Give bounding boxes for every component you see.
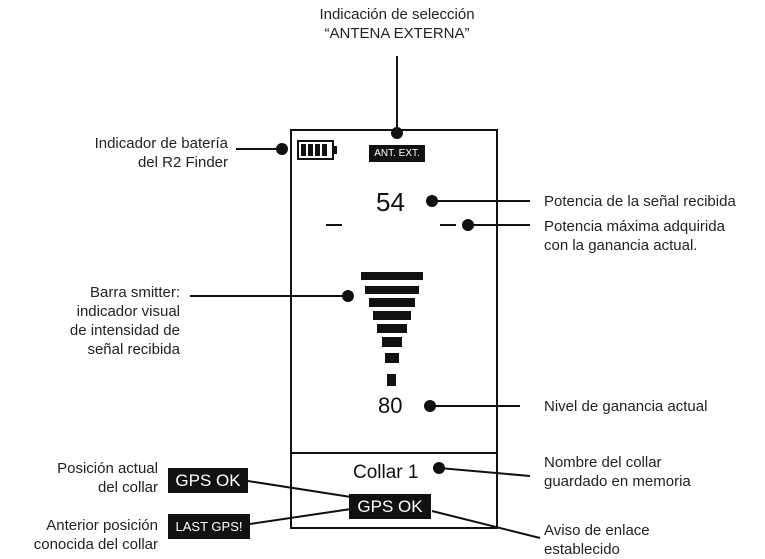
position-leader [247, 480, 352, 498]
current-position-badge: GPS OK [168, 468, 248, 493]
bar-segment [361, 272, 423, 280]
bar-segment [373, 311, 411, 320]
signal-dot [426, 195, 438, 207]
antenna-badge: ANT. EXT. [369, 145, 425, 162]
battery-dot [276, 143, 288, 155]
bar-callout: Barra smitter: indicador visual de inten… [69, 284, 180, 358]
gain-dot [424, 400, 436, 412]
signal-callout: Potencia de la señal recibida [544, 193, 736, 210]
collar-name: Collar 1 [353, 462, 419, 483]
signal-value: 54 [376, 187, 405, 217]
link-callout: Aviso de enlace establecido [544, 522, 650, 558]
collar-dot [433, 462, 445, 474]
smitter-bar [361, 272, 423, 386]
bar-segment [385, 353, 399, 363]
bar-segment [365, 286, 419, 294]
antenna-dot [391, 127, 403, 139]
max-dot [462, 219, 474, 231]
last-position-leader [249, 508, 352, 525]
gain-callout: Nivel de ganancia actual [544, 398, 708, 415]
antenna-callout: Indicación de selección “ANTENA EXTERNA” [319, 6, 475, 42]
collar-callout: Nombre del collar guardado en memoria [544, 454, 691, 490]
min-dash [326, 224, 342, 226]
collar-leader [438, 467, 531, 477]
bar-segment [382, 337, 402, 347]
last-position-callout: Anterior posición conocida del collar [33, 517, 158, 553]
max-callout: Potencia máxima adquirida con la gananci… [544, 218, 725, 254]
position-callout: Posición actual del collar [57, 460, 158, 496]
battery-icon [297, 140, 337, 160]
bar-segment [377, 324, 407, 333]
battery-callout: Indicador de batería del R2 Finder [94, 135, 228, 171]
bar-segment [387, 374, 396, 386]
last-position-badge: LAST GPS! [168, 514, 250, 539]
max-dash [440, 224, 456, 226]
bar-segment [369, 298, 415, 307]
gain-value: 80 [378, 393, 403, 418]
gps-status-badge: GPS OK [349, 494, 431, 519]
link-leader [431, 510, 541, 539]
bar-dot [342, 290, 354, 302]
